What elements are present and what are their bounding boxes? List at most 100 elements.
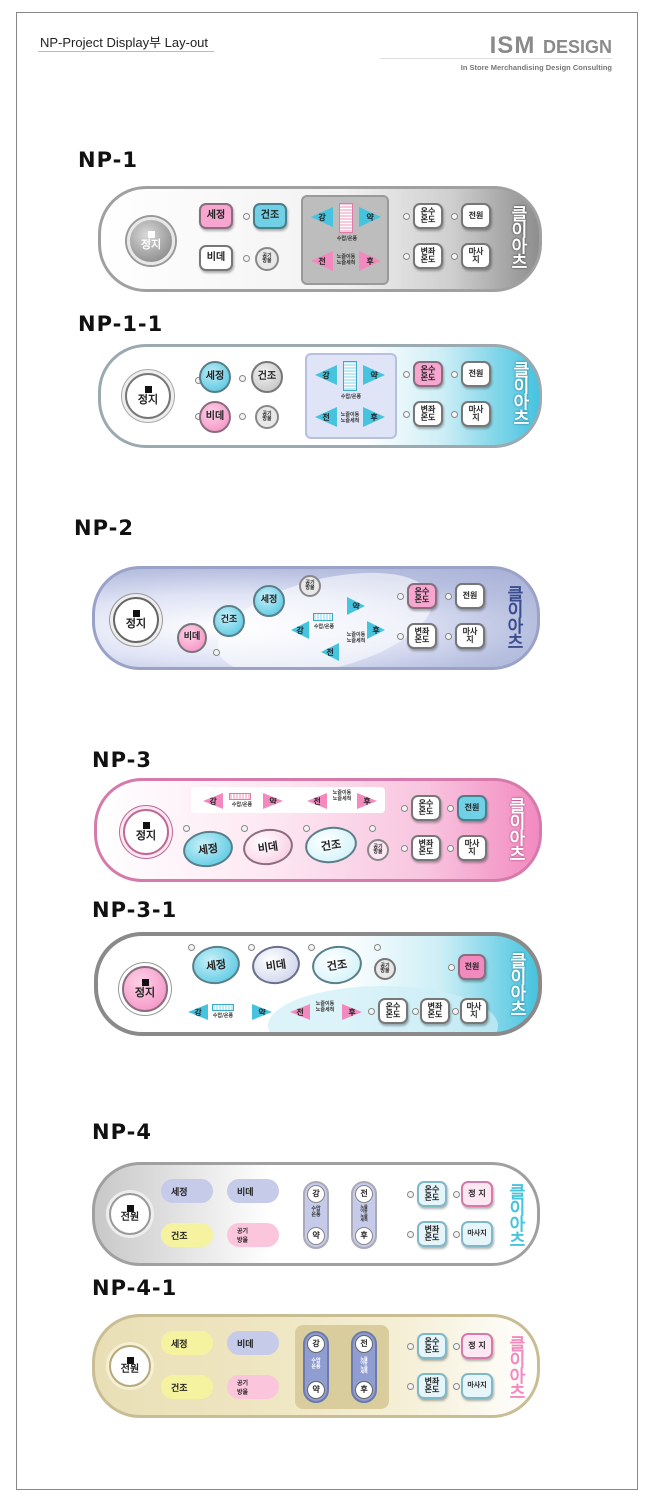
wash-button[interactable]: 세정 <box>199 361 231 393</box>
stop-label: 정 지 <box>468 1188 486 1198</box>
water-temp-button[interactable]: 온수 온도 <box>413 203 443 229</box>
wash-button[interactable]: 세정 <box>189 942 243 988</box>
water-temp-button[interactable]: 온수 온도 <box>411 795 441 821</box>
front-label: 전 <box>360 1188 368 1198</box>
dry-button[interactable]: 건조 <box>253 203 287 229</box>
dry-label: 건조 <box>171 1231 188 1242</box>
seat-temp-label: 변좌 온도 <box>418 838 434 856</box>
bidet-label: 비데 <box>206 251 226 263</box>
wash-button[interactable]: 세정 <box>161 1179 213 1203</box>
panel-np-1: 정지 세정 비데 건조 공기 방울 강 약 수압/온풍 전 노즐이동 노즐세척 … <box>98 186 542 292</box>
massage-button[interactable]: 마사 지 <box>457 835 487 861</box>
seat-temp-button[interactable]: 변좌 온도 <box>417 1373 447 1399</box>
bidet-button[interactable]: 비데 <box>240 825 296 869</box>
bidet-button[interactable]: 비데 <box>199 245 233 271</box>
indicator-led <box>308 944 315 951</box>
water-temp-button[interactable]: 온수 온도 <box>378 998 408 1024</box>
front-button[interactable]: 전 <box>355 1185 373 1203</box>
indicator-led <box>407 1343 414 1350</box>
indicator-led <box>407 1383 414 1390</box>
water-temp-button[interactable]: 온수 온도 <box>413 361 443 387</box>
seat-temp-button[interactable]: 변좌 온도 <box>407 623 437 649</box>
massage-label: 마사 지 <box>468 404 484 422</box>
massage-button[interactable]: 마사 지 <box>461 401 491 427</box>
air-bubble-button[interactable]: 공기 방울 <box>367 839 389 861</box>
panel-np-4: 전원 세정 비데 건조 공기 방울 강 수압 온풍 약 전 노즐 이동 노즐 세… <box>92 1162 540 1266</box>
seat-temp-button[interactable]: 변좌 온도 <box>413 243 443 269</box>
bidet-button[interactable]: 비데 <box>249 942 303 988</box>
brand-logo-vertical: 클이아츠 <box>507 205 527 269</box>
wash-button[interactable]: 세정 <box>161 1331 213 1355</box>
bidet-button[interactable]: 비데 <box>227 1331 279 1355</box>
back-button[interactable]: 후 <box>355 1381 373 1399</box>
water-temp-button[interactable]: 온수 온도 <box>417 1333 447 1359</box>
massage-label: 마사 지 <box>464 838 480 856</box>
bidet-button[interactable]: 비데 <box>227 1179 279 1203</box>
power-button[interactable]: 전원 <box>458 954 486 980</box>
front-button[interactable]: 전 <box>355 1335 373 1353</box>
stop-button[interactable]: 정 지 <box>461 1181 493 1207</box>
bidet-button[interactable]: 비데 <box>177 623 207 653</box>
air-bubble-button[interactable]: 공기 방울 <box>227 1375 279 1399</box>
power-button[interactable]: 전원 <box>109 1193 151 1235</box>
massage-label: 마사지 <box>467 1381 487 1390</box>
stop-button[interactable]: 정지 <box>125 373 171 419</box>
model-label-np-3-1: NP-3-1 <box>92 898 178 922</box>
power-label: 전원 <box>464 961 480 971</box>
seat-temp-button[interactable]: 변좌 온도 <box>413 401 443 427</box>
massage-button[interactable]: 마사 지 <box>455 623 485 649</box>
model-label-np-4-1: NP-4-1 <box>92 1276 178 1300</box>
strong-button[interactable]: 강 <box>307 1335 325 1353</box>
seat-temp-button[interactable]: 변좌 온도 <box>420 998 450 1024</box>
indicator-led <box>451 213 458 220</box>
power-label: 전원 <box>120 1211 140 1223</box>
back-button[interactable]: 후 <box>355 1227 373 1245</box>
stop-button[interactable]: 정지 <box>113 597 159 643</box>
power-button[interactable]: 전원 <box>457 795 487 821</box>
dry-button[interactable]: 건조 <box>161 1375 213 1399</box>
wash-button[interactable]: 세정 <box>253 585 285 617</box>
stop-button[interactable]: 정지 <box>123 809 169 855</box>
massage-button[interactable]: 마사지 <box>461 1221 493 1247</box>
massage-button[interactable]: 마사지 <box>461 1373 493 1399</box>
nozzle-label: 노즐이동 노즐세척 <box>340 412 360 424</box>
power-button[interactable]: 전원 <box>455 583 485 609</box>
indicator-led <box>239 413 246 420</box>
front-label: 전 <box>318 256 326 266</box>
air-bubble-button[interactable]: 공기 방울 <box>255 405 279 429</box>
dry-button[interactable]: 건조 <box>302 823 360 867</box>
dry-button[interactable]: 건조 <box>213 605 245 637</box>
water-temp-label: 온수 온도 <box>424 1184 440 1202</box>
water-temp-button[interactable]: 온수 온도 <box>417 1181 447 1207</box>
air-bubble-button[interactable]: 공기 방울 <box>374 958 396 980</box>
massage-button[interactable]: 마사 지 <box>460 998 488 1024</box>
strong-button[interactable]: 강 <box>307 1185 325 1203</box>
stop-label: 정지 <box>125 617 147 631</box>
air-bubble-button[interactable]: 공기 방울 <box>299 575 321 597</box>
massage-button[interactable]: 마사 지 <box>461 243 491 269</box>
power-button[interactable]: 전원 <box>461 203 491 229</box>
strong-button[interactable]: 강 <box>188 1004 208 1020</box>
power-button[interactable]: 전원 <box>109 1345 151 1387</box>
dry-button[interactable]: 건조 <box>251 361 283 393</box>
weak-button[interactable]: 약 <box>307 1227 325 1245</box>
indicator-led <box>407 1191 414 1198</box>
bidet-button[interactable]: 비데 <box>199 401 231 433</box>
pressure-label: 수압/온풍 <box>212 1013 234 1019</box>
title-underline <box>38 51 214 52</box>
air-bubble-button[interactable]: 공기 방울 <box>227 1223 279 1247</box>
dry-button[interactable]: 건조 <box>309 942 365 988</box>
water-temp-button[interactable]: 온수 온도 <box>407 583 437 609</box>
weak-button[interactable]: 약 <box>307 1381 325 1399</box>
seat-temp-button[interactable]: 변좌 온도 <box>417 1221 447 1247</box>
air-bubble-button[interactable]: 공기 방울 <box>255 247 279 271</box>
wash-button[interactable]: 세정 <box>199 203 233 229</box>
wash-button[interactable]: 세정 <box>180 827 236 871</box>
seat-temp-button[interactable]: 변좌 온도 <box>411 835 441 861</box>
dry-button[interactable]: 건조 <box>161 1223 213 1247</box>
power-button[interactable]: 전원 <box>461 361 491 387</box>
stop-button[interactable]: 정지 <box>127 217 175 265</box>
stop-button[interactable]: 정 지 <box>461 1333 493 1359</box>
stop-label: 정지 <box>137 393 159 407</box>
stop-button[interactable]: 정지 <box>122 966 168 1012</box>
